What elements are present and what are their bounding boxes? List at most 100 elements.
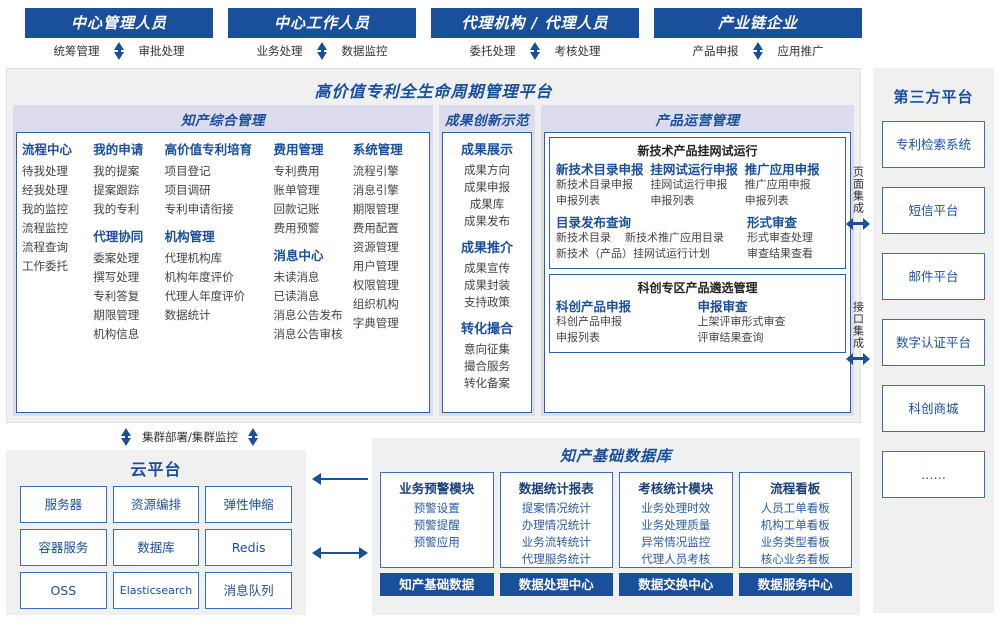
- cloud-cell-9[interactable]: 消息队列: [205, 572, 292, 609]
- menu-item[interactable]: 用户管理: [352, 259, 399, 273]
- actor-sub-label: 考核处理: [554, 44, 601, 58]
- menu-item[interactable]: 数据统计: [164, 308, 211, 322]
- menu-item[interactable]: 项目调研: [164, 183, 211, 197]
- menu-item[interactable]: 形式审查处理: [747, 231, 813, 244]
- menu-item[interactable]: 申报列表: [556, 331, 600, 344]
- menu-item[interactable]: 我的监控: [22, 202, 68, 216]
- cloud-cell-6[interactable]: Redis: [205, 529, 292, 566]
- menu-item[interactable]: 消息引擎: [352, 183, 399, 197]
- menu-item[interactable]: 机构年度评价: [164, 270, 234, 284]
- menu-item[interactable]: 预警提醒: [413, 518, 460, 532]
- menu-item[interactable]: 权限管理: [352, 278, 399, 292]
- menu-item[interactable]: 业务类型看板: [760, 535, 830, 549]
- menu-item[interactable]: 代理人年度评价: [164, 289, 246, 303]
- menu-item[interactable]: 转化备案: [464, 376, 510, 390]
- cloud-cell-2[interactable]: 资源编排: [112, 486, 200, 523]
- menu-item[interactable]: 新技术目录: [556, 231, 611, 244]
- menu-item[interactable]: 申报列表: [744, 194, 789, 207]
- menu-item[interactable]: 科创产品申报: [556, 315, 622, 328]
- menu-item[interactable]: 预警应用: [413, 535, 460, 549]
- cloud-cell-1[interactable]: 服务器: [20, 486, 107, 523]
- menu-item[interactable]: 新技术目录申报: [556, 178, 633, 191]
- menu-item[interactable]: 提案情况统计: [521, 501, 591, 515]
- menu-item[interactable]: 预警设置: [413, 501, 460, 515]
- third-party-item-5[interactable]: 科创商城: [882, 385, 985, 432]
- cloud-cell-3[interactable]: 弹性伸缩: [205, 486, 292, 523]
- menu-item[interactable]: 业务处理时效: [641, 501, 711, 515]
- menu-item[interactable]: 成果发布: [464, 214, 510, 228]
- database-footer[interactable]: 知产基础数据: [380, 573, 494, 596]
- menu-item[interactable]: 申报列表: [650, 194, 695, 207]
- third-party-item-4[interactable]: 数字认证平台: [882, 319, 985, 366]
- menu-item[interactable]: 工作委托: [22, 259, 68, 273]
- menu-item[interactable]: 业务流转统计: [521, 535, 591, 549]
- menu-item[interactable]: 账单管理: [273, 183, 320, 197]
- database-box: 数据统计报表提案情况统计办理情况统计业务流转统计代理服务统计: [499, 472, 613, 568]
- menu-item[interactable]: 我的专利: [93, 202, 140, 216]
- menu-item[interactable]: 组织机构: [352, 297, 399, 311]
- menu-item[interactable]: 消息公告发布: [273, 308, 343, 322]
- menu-item[interactable]: 回款记账: [273, 202, 320, 216]
- menu-item[interactable]: 支持政策: [464, 295, 510, 309]
- menu-item[interactable]: 成果申报: [464, 180, 510, 194]
- cloud-cell-8[interactable]: Elasticsearch: [112, 572, 200, 609]
- menu-item[interactable]: 未读消息: [273, 270, 320, 284]
- menu-item[interactable]: 推广应用申报: [744, 178, 811, 191]
- menu-item[interactable]: 新技术推广应用目录: [625, 231, 724, 244]
- menu-item[interactable]: 流程引擎: [352, 164, 399, 178]
- menu-item[interactable]: 代理机构库: [164, 251, 223, 265]
- menu-item[interactable]: 提案跟踪: [93, 183, 140, 197]
- menu-item[interactable]: 撰写处理: [93, 270, 140, 284]
- menu-item[interactable]: 上架评审形式审查: [697, 315, 786, 328]
- menu-item[interactable]: 专利费用: [273, 164, 320, 178]
- menu-item[interactable]: 机构工单看板: [760, 518, 830, 532]
- third-party-item-1[interactable]: 专利检索系统: [882, 121, 985, 168]
- menu-item[interactable]: 我的提案: [93, 164, 140, 178]
- menu-item[interactable]: 专利申请衔接: [164, 202, 234, 216]
- menu-item[interactable]: 期限管理: [352, 202, 399, 216]
- menu-item[interactable]: 期限管理: [93, 308, 140, 322]
- menu-item[interactable]: 消息公告审核: [273, 327, 343, 341]
- database-footer[interactable]: 数据交换中心: [619, 573, 733, 596]
- menu-item[interactable]: 办理情况统计: [521, 518, 591, 532]
- menu-item[interactable]: 异常情况监控: [641, 535, 711, 549]
- cloud-cell-4[interactable]: 容器服务: [20, 529, 107, 566]
- menu-item[interactable]: 业务处理质量: [641, 518, 711, 532]
- menu-item[interactable]: 费用配置: [352, 221, 399, 235]
- menu-item[interactable]: 新技术（产品）挂网试运行计划: [556, 247, 710, 260]
- menu-item[interactable]: 项目登记: [164, 164, 211, 178]
- menu-item[interactable]: 代理服务统计: [521, 552, 591, 566]
- cloud-cell-7[interactable]: OSS: [20, 572, 107, 609]
- menu-item[interactable]: 核心业务看板: [760, 552, 830, 566]
- menu-item[interactable]: 流程监控: [22, 221, 68, 235]
- menu-item[interactable]: 成果方向: [464, 163, 510, 177]
- menu-item[interactable]: 专利答复: [93, 289, 140, 303]
- menu-item[interactable]: 费用预警: [273, 221, 320, 235]
- menu-item[interactable]: 资源管理: [352, 240, 399, 254]
- menu-item[interactable]: 成果宣传: [464, 261, 510, 275]
- menu-item[interactable]: 申报列表: [556, 194, 600, 207]
- third-party-item-2[interactable]: 短信平台: [882, 187, 985, 234]
- menu-item[interactable]: 评审结果查询: [697, 331, 764, 344]
- menu-item[interactable]: 撮合服务: [464, 359, 510, 373]
- menu-item[interactable]: 已读消息: [273, 289, 320, 303]
- menu-item[interactable]: 挂网试运行申报: [650, 178, 728, 191]
- third-party-item-6[interactable]: ……: [882, 451, 985, 498]
- menu-item[interactable]: 经我处理: [22, 183, 68, 197]
- menu-item[interactable]: 人员工单看板: [760, 501, 830, 515]
- menu-item[interactable]: 成果封装: [464, 278, 510, 292]
- menu-item[interactable]: 审查结果查看: [747, 247, 813, 260]
- cloud-cell-5[interactable]: 数据库: [112, 529, 200, 566]
- up-down-arrow-icon: [529, 42, 541, 60]
- menu-item[interactable]: 字典管理: [352, 316, 399, 330]
- database-footer[interactable]: 数据处理中心: [499, 573, 613, 596]
- menu-item[interactable]: 待我处理: [22, 164, 68, 178]
- menu-item[interactable]: 委案处理: [93, 251, 140, 265]
- third-party-item-3[interactable]: 邮件平台: [882, 253, 985, 300]
- menu-item[interactable]: 机构信息: [93, 327, 140, 341]
- database-footer[interactable]: 数据服务中心: [738, 573, 852, 596]
- menu-item[interactable]: 流程查询: [22, 240, 68, 254]
- menu-item[interactable]: 成果库: [469, 197, 505, 211]
- menu-item[interactable]: 代理人员考核: [641, 552, 711, 566]
- menu-item[interactable]: 意向征集: [464, 342, 510, 356]
